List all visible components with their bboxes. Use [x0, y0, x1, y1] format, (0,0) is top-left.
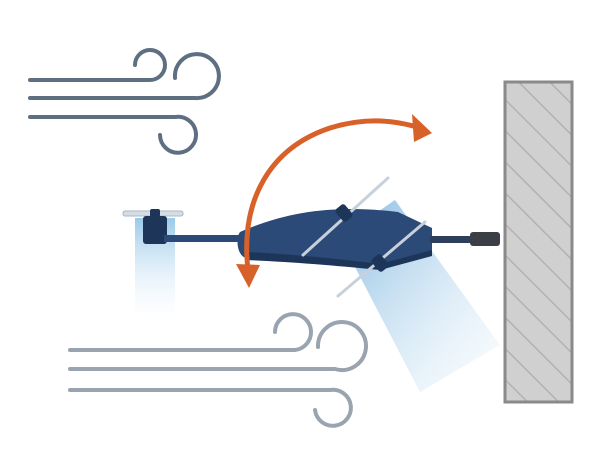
- small-sensor-top: [150, 209, 160, 217]
- curved-arrow-icon: [236, 114, 432, 288]
- wind-gust-icon: [68, 312, 368, 428]
- wall-mount: [430, 232, 500, 246]
- hatched-wall-icon: [503, 80, 574, 404]
- wind-gust-icon: [28, 48, 221, 155]
- small-sensor: [122, 209, 184, 313]
- small-sensor-body: [143, 216, 167, 244]
- sensor-arm: [164, 235, 244, 242]
- lens-collars: [335, 204, 389, 272]
